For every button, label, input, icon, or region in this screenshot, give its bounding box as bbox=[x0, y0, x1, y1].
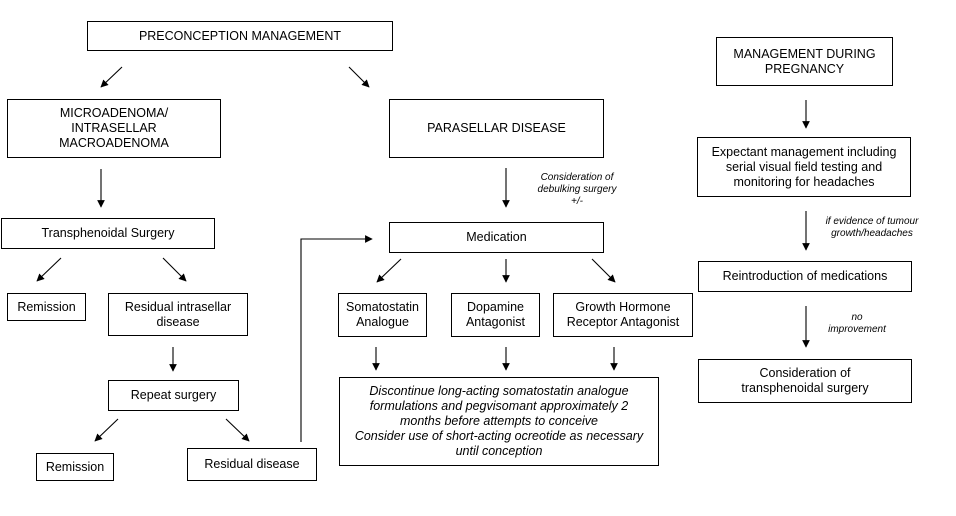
reintroduction-box: Reintroduction of medications bbox=[698, 261, 912, 292]
box-line: Growth Hormone bbox=[575, 300, 671, 314]
box-line: Remission bbox=[45, 459, 105, 474]
remission-box-1: Remission bbox=[7, 293, 86, 321]
arrow-preconception-to-parasellar bbox=[348, 66, 370, 88]
gh-receptor-antagonist-box: Growth Hormone Receptor Antagonist bbox=[553, 293, 693, 337]
box-line: Expectant management including bbox=[711, 144, 897, 159]
box-line: PREGNANCY bbox=[764, 61, 845, 76]
box-line: Residual disease bbox=[204, 457, 300, 471]
transsphenoidal-surgery-box: Transphenoidal Surgery bbox=[1, 218, 215, 249]
box-line: MANAGEMENT DURING bbox=[733, 46, 876, 61]
arrow-medication-to-gh bbox=[591, 258, 616, 283]
medication-box: Medication bbox=[389, 222, 604, 253]
box-line: Consider use of short-acting ocreotide a… bbox=[354, 429, 644, 443]
arrow-medication-to-somatostatin bbox=[376, 258, 402, 283]
box-line: Somatostatin bbox=[346, 300, 419, 314]
preconception-management-box: PRECONCEPTION MANAGEMENT bbox=[87, 21, 393, 51]
debulking-note: Consideration of debulking surgery +/- bbox=[527, 172, 627, 208]
tumour-growth-note: if evidence of tumour growth/headaches bbox=[812, 216, 932, 240]
box-line: INTRASELLAR bbox=[71, 121, 157, 135]
box-line: disease bbox=[156, 314, 200, 329]
management-during-pregnancy-box: MANAGEMENT DURING PREGNANCY bbox=[716, 37, 893, 86]
box-line: serial visual field testing and bbox=[725, 159, 883, 174]
box-line: MICROADENOMA/ bbox=[59, 106, 169, 120]
box-line: months before attempts to conceive bbox=[399, 414, 599, 428]
residual-intrasellar-box: Residual intrasellar disease bbox=[108, 293, 248, 336]
box-line: monitoring for headaches bbox=[733, 174, 875, 189]
arrow-repeat-to-remission bbox=[94, 418, 119, 442]
residual-disease-box: Residual disease bbox=[187, 448, 317, 481]
note-line: growth/headaches bbox=[831, 228, 913, 239]
repeat-surgery-box: Repeat surgery bbox=[108, 380, 239, 411]
box-line: Medication bbox=[466, 230, 527, 244]
no-improvement-note: no improvement bbox=[822, 312, 892, 336]
box-line: Antagonist bbox=[465, 315, 526, 329]
arrow-preconception-to-microadenoma bbox=[100, 66, 123, 88]
box-line: Transphenoidal Surgery bbox=[41, 226, 175, 240]
parasellar-disease-box: PARASELLAR DISEASE bbox=[389, 99, 604, 158]
dopamine-antagonist-box: Dopamine Antagonist bbox=[451, 293, 540, 337]
box-line: Reintroduction of medications bbox=[722, 269, 888, 283]
expectant-management-box: Expectant management including serial vi… bbox=[697, 137, 911, 197]
microadenoma-box: MICROADENOMA/ INTRASELLAR MACROADENOMA bbox=[7, 99, 221, 158]
discontinue-instructions-box: Discontinue long-acting somatostatin ana… bbox=[339, 377, 659, 466]
box-line: Repeat surgery bbox=[130, 388, 217, 402]
consideration-surgery-box: Consideration of transphenoidal surgery bbox=[698, 359, 912, 403]
box-line: until conception bbox=[455, 444, 543, 458]
box-line: formulations and pegvisomant approximate… bbox=[369, 399, 629, 413]
box-line: Discontinue long-acting somatostatin ana… bbox=[369, 384, 629, 398]
note-line: debulking surgery bbox=[537, 184, 617, 195]
box-line: transphenoidal surgery bbox=[741, 381, 869, 395]
box-line: Remission bbox=[17, 299, 76, 314]
remission-box-2: Remission bbox=[36, 453, 114, 481]
box-line: Residual intrasellar bbox=[124, 299, 232, 314]
box-line: Analogue bbox=[356, 315, 409, 329]
arrow-surgery-to-remission bbox=[36, 257, 62, 282]
box-line: PRECONCEPTION MANAGEMENT bbox=[138, 28, 342, 43]
box-line: PARASELLAR DISEASE bbox=[427, 121, 566, 135]
note-line: if evidence of tumour bbox=[825, 216, 919, 227]
somatostatin-analogue-box: Somatostatin Analogue bbox=[338, 293, 427, 337]
box-line: Consideration of bbox=[759, 366, 851, 380]
box-line: Dopamine bbox=[467, 300, 524, 314]
note-line: +/- bbox=[571, 196, 583, 207]
box-line: Receptor Antagonist bbox=[566, 315, 680, 329]
note-line: no bbox=[851, 312, 863, 323]
note-line: improvement bbox=[828, 324, 886, 335]
box-line: MACROADENOMA bbox=[59, 136, 169, 150]
arrow-surgery-to-residual-intrasellar bbox=[162, 257, 187, 282]
note-line: Consideration of bbox=[540, 172, 614, 183]
arrow-repeat-to-residual-disease bbox=[225, 418, 250, 442]
